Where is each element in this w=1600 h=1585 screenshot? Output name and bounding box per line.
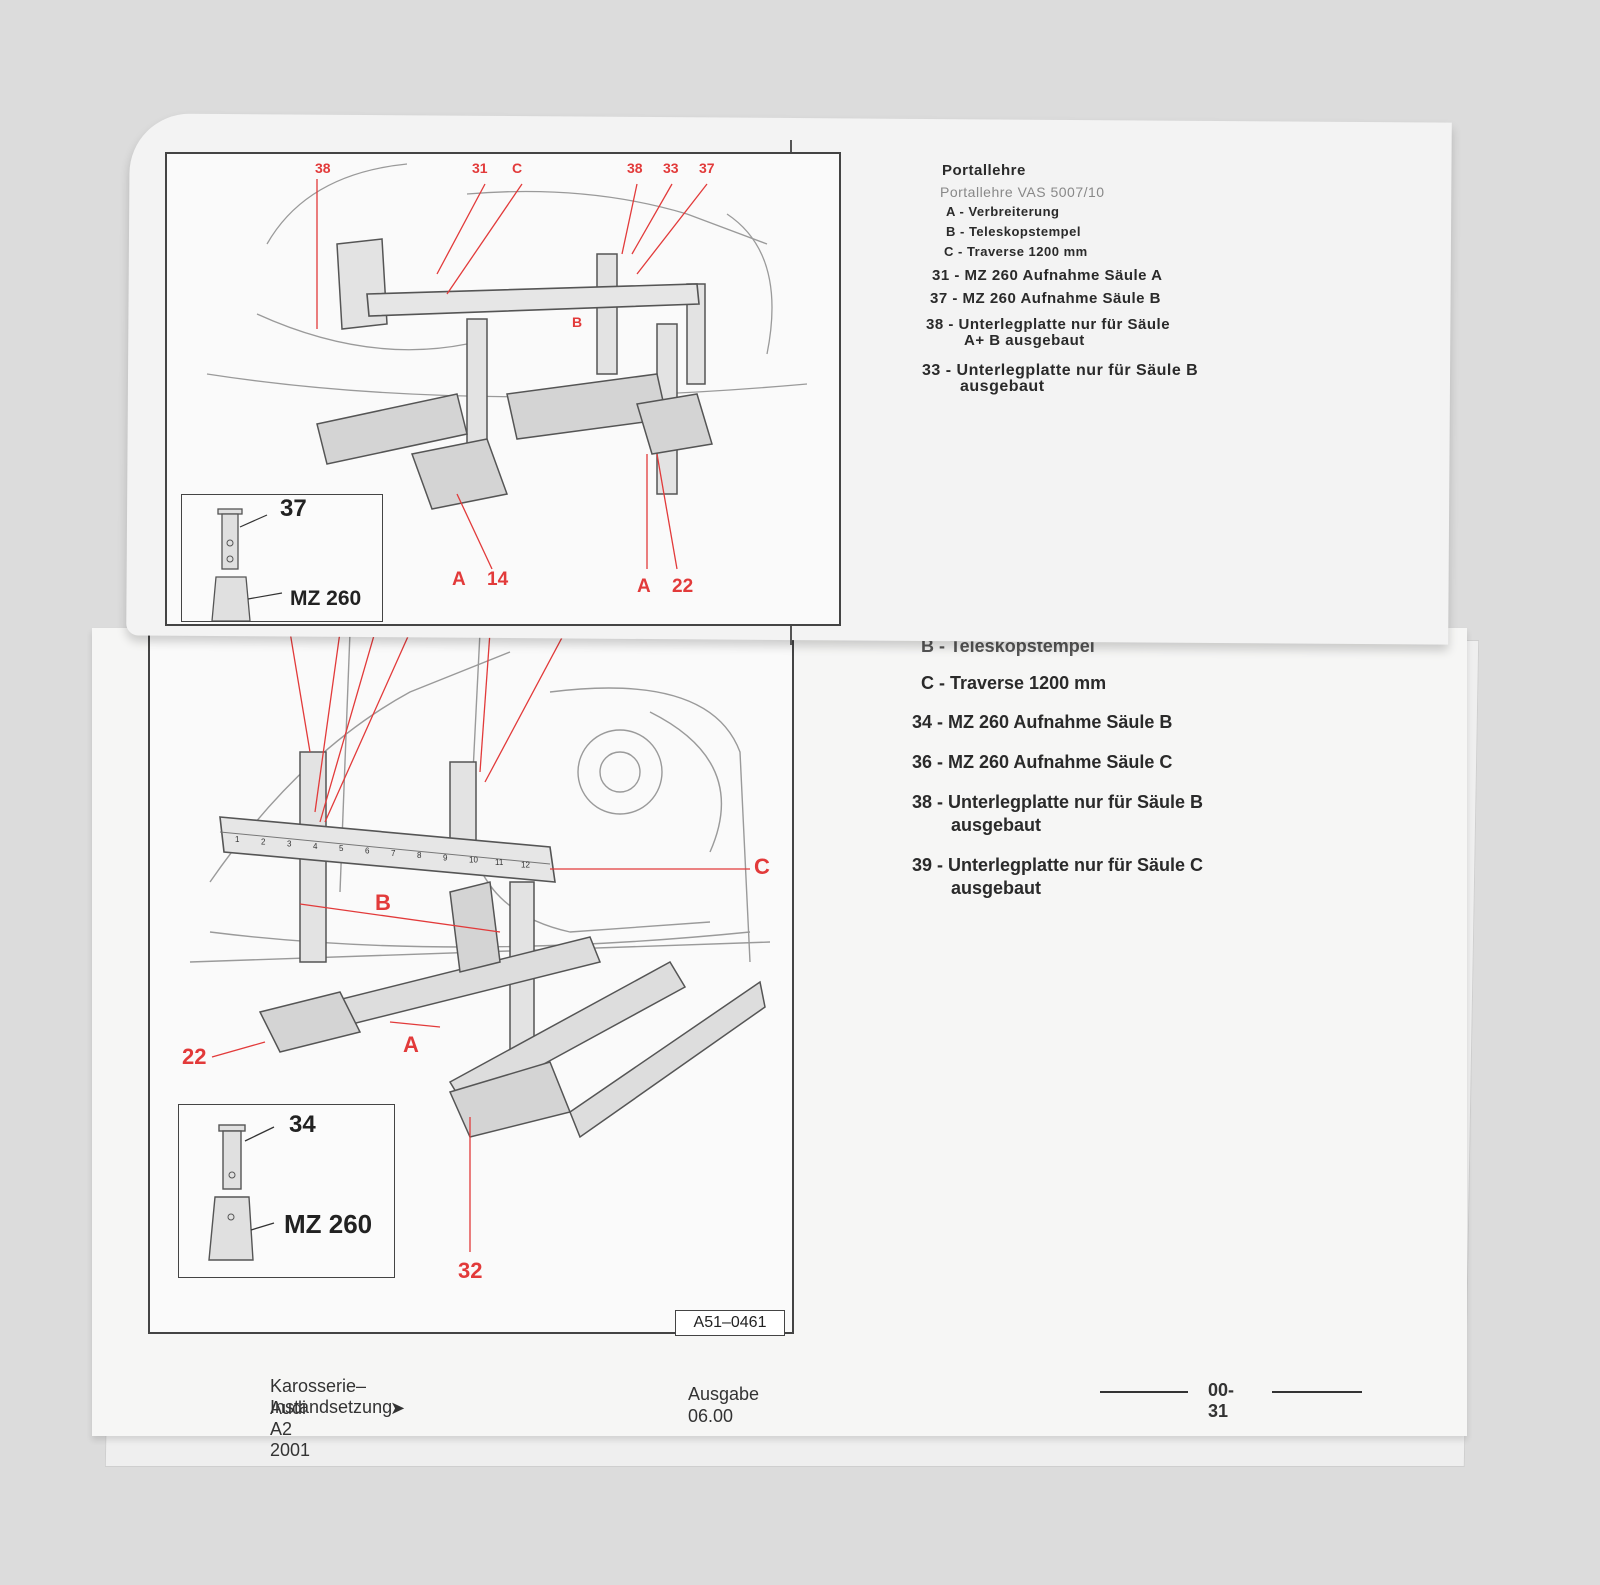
page-number: 00-31 bbox=[1208, 1380, 1235, 1421]
legend-upper-a: A - Verbreiterung bbox=[946, 204, 1060, 219]
scale-number: 12 bbox=[521, 860, 530, 869]
callout-22-upper: 22 bbox=[672, 576, 694, 597]
figure-code: A51–0461 bbox=[675, 1310, 785, 1336]
scale-number: 2 bbox=[261, 837, 266, 846]
scale-number: 1 bbox=[235, 835, 240, 844]
callout-b-upper: B bbox=[572, 314, 583, 330]
inset-part-34: 34 bbox=[289, 1111, 316, 1138]
scale-number: 9 bbox=[443, 853, 448, 862]
legend-upper-c: C - Traverse 1200 mm bbox=[944, 244, 1088, 259]
inset-column-drawing bbox=[208, 1124, 275, 1261]
legend-upper-33: 33 - Unterlegplatte nur für Säule B bbox=[922, 362, 1199, 379]
scale-number: 6 bbox=[365, 847, 370, 856]
callout-37: 37 bbox=[699, 160, 715, 176]
callout-22-lower: 22 bbox=[182, 1044, 207, 1069]
legend-lower-39: 39 - Unterlegplatte nur für Säule C bbox=[912, 855, 1204, 875]
legend-upper-33-cont: ausgebaut bbox=[960, 378, 1045, 395]
legend-upper-subtitle: Portallehre VAS 5007/10 bbox=[940, 184, 1105, 200]
inset-column-drawing-upper bbox=[211, 508, 283, 622]
scale-number: 3 bbox=[287, 840, 292, 849]
scale-number: 4 bbox=[313, 842, 318, 851]
footer-arrow-icon: ➤ bbox=[390, 1398, 406, 1418]
callout-33: 33 bbox=[663, 160, 679, 176]
callout-32-lower: 32 bbox=[458, 1258, 483, 1283]
legend-lower-38: 38 - Unterlegplatte nur für Säule B bbox=[912, 792, 1204, 812]
callout-31: 31 bbox=[472, 160, 488, 176]
inset-part-37: 37 bbox=[280, 495, 307, 522]
inset-tool-upper: MZ 260 bbox=[290, 587, 362, 610]
scale-number: 10 bbox=[469, 856, 478, 865]
legend-lower-36: 36 - MZ 260 Aufnahme Säule C bbox=[912, 752, 1173, 772]
callout-38-left: 38 bbox=[315, 160, 331, 176]
upper-inset: 37 MZ 260 bbox=[181, 494, 383, 622]
legend-upper-38-cont: A+ B ausgebaut bbox=[964, 332, 1085, 349]
upper-figure-drawing bbox=[206, 163, 808, 570]
legend-upper-31: 31 - MZ 260 Aufnahme Säule A bbox=[932, 267, 1163, 284]
legend-upper-title: Portallehre bbox=[942, 162, 1026, 179]
scale-number: 7 bbox=[391, 849, 396, 858]
legend-lower-39-cont: ausgebaut bbox=[951, 878, 1042, 898]
callout-14: 14 bbox=[487, 569, 509, 590]
scale-number: 5 bbox=[339, 844, 344, 853]
callout-38-right: 38 bbox=[627, 160, 643, 176]
callout-c-lower: C bbox=[754, 854, 770, 879]
legend-lower-c: C - Traverse 1200 mm bbox=[921, 673, 1107, 693]
callout-a-upper-left: A bbox=[452, 569, 466, 590]
footer-edition-label: Ausgabe bbox=[688, 1384, 760, 1404]
callout-c-upper: C bbox=[512, 160, 523, 176]
legend-lower-34: 34 - MZ 260 Aufnahme Säule B bbox=[912, 712, 1173, 732]
lower-inset: 34 MZ 260 bbox=[178, 1104, 395, 1278]
legend-upper-38: 38 - Unterlegplatte nur für Säule bbox=[926, 316, 1171, 333]
page-number-rule-right bbox=[1272, 1391, 1362, 1393]
footer-manual-title: Karosserie–Instandsetzung bbox=[270, 1376, 393, 1417]
upper-figure: 38 31 C 38 33 37 B A 14 A 22 37 MZ 260 bbox=[165, 152, 841, 626]
footer-model: Audi A2 2001 bbox=[270, 1398, 311, 1460]
scale-number: 8 bbox=[417, 851, 422, 860]
legend-upper-37: 37 - MZ 260 Aufnahme Säule B bbox=[930, 290, 1162, 307]
scale-number: 11 bbox=[495, 858, 504, 867]
callout-a-upper-right: A bbox=[637, 576, 651, 597]
callout-a-lower: A bbox=[403, 1032, 419, 1057]
callout-b-lower: B bbox=[375, 890, 391, 915]
legend-upper-b: B - Teleskopstempel bbox=[946, 224, 1081, 239]
inset-tool-lower: MZ 260 bbox=[284, 1209, 373, 1239]
page-number-rule-left bbox=[1100, 1391, 1188, 1393]
legend-lower-38-cont: ausgebaut bbox=[951, 815, 1042, 835]
footer-edition: 06.00 bbox=[688, 1406, 734, 1426]
